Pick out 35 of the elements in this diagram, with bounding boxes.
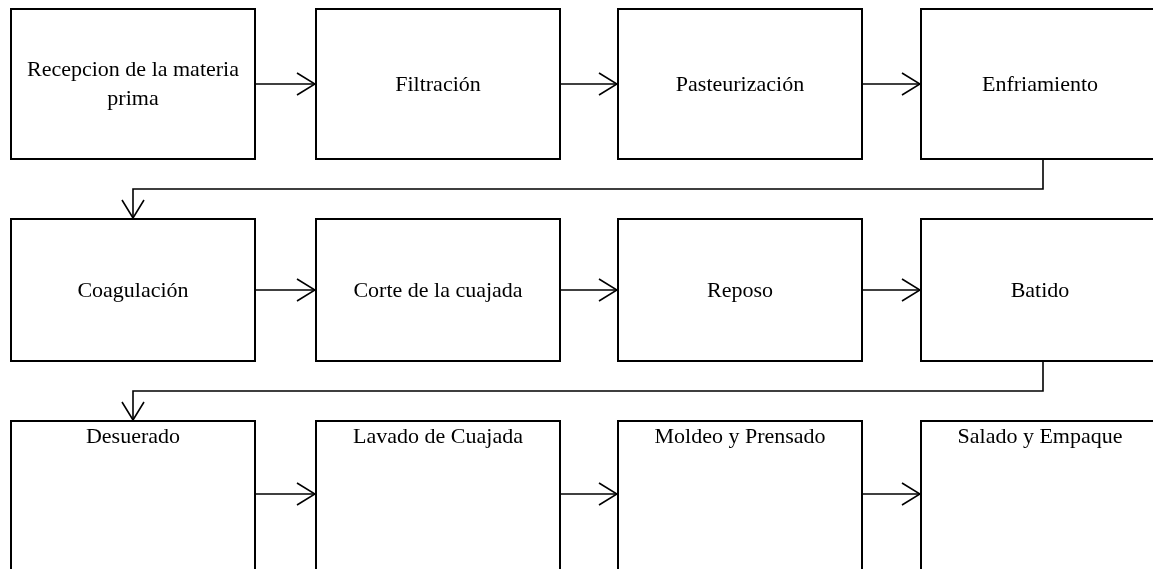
step-label: Batido [1009,275,1071,304]
arrow [255,278,316,302]
process-box [315,420,561,569]
process-box [10,218,256,362]
process-box [920,420,1153,569]
arrow [862,72,921,96]
process-box [617,420,863,569]
step-label: Enfriamiento [980,69,1100,98]
step-label: Moldeo y Prensado [653,422,827,450]
step-label: Desuerado [84,422,182,450]
step-label: Filtración [394,69,482,98]
arrow [560,278,618,302]
step-label: Recepcion de la materia prima [26,55,240,112]
process-box [10,8,256,160]
arrow [121,159,1044,219]
arrow [862,482,921,506]
step-label: Reposo [706,275,774,304]
process-box [617,218,863,362]
arrow [255,482,316,506]
process-box [10,420,256,569]
step-label: Corte de la cuajada [352,275,524,304]
arrow [560,72,618,96]
process-box [920,218,1153,362]
arrow [862,278,921,302]
process-box [617,8,863,160]
process-box [315,218,561,362]
step-label: Coagulación [76,275,190,304]
process-box [315,8,561,160]
arrow [560,482,618,506]
step-label: Pasteurización [674,69,806,98]
arrow [255,72,316,96]
arrow [121,361,1044,421]
step-label: Salado y Empaque [956,422,1124,450]
process-box [920,8,1153,160]
step-label: Lavado de Cuajada [352,422,524,450]
